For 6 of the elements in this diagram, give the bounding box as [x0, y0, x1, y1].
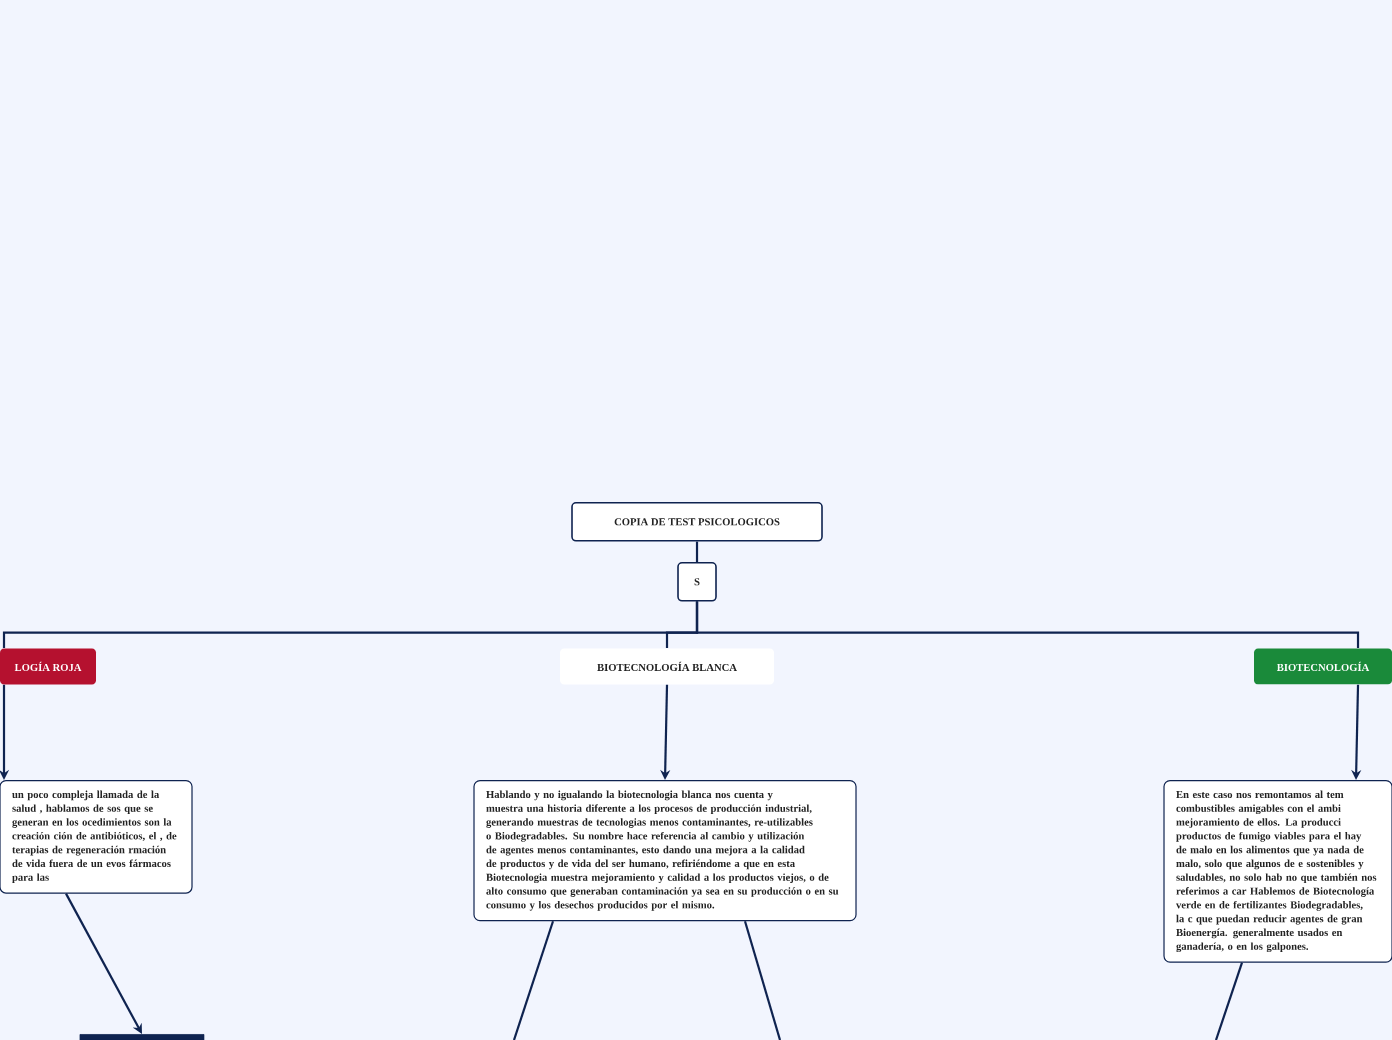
connector — [695, 541, 699, 562]
connector — [65, 893, 142, 1034]
connector — [1214, 962, 1244, 1040]
connector — [512, 920, 555, 1040]
connector — [743, 920, 782, 1040]
connector — [695, 601, 1360, 648]
